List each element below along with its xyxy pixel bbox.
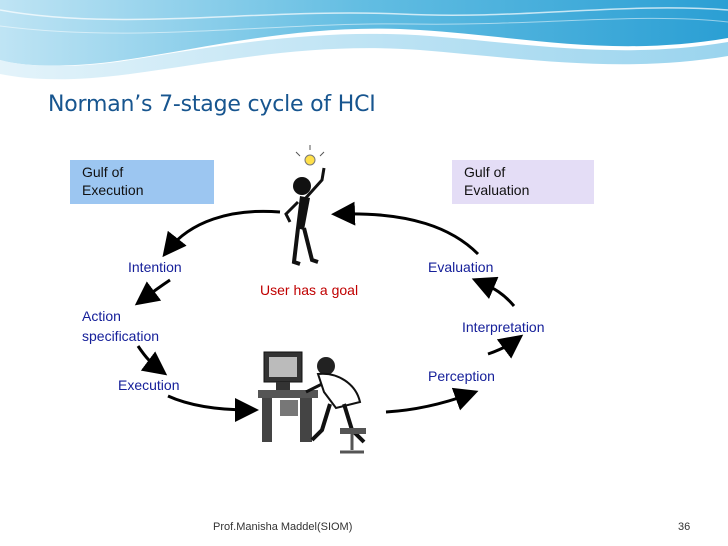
gulf-execution-line-2: Execution xyxy=(82,182,144,198)
gulf-execution-line-1: Gulf of xyxy=(82,164,124,180)
stage-intention: Intention xyxy=(128,259,182,275)
gulf-of-evaluation-box: Gulf of Evaluation xyxy=(452,160,594,204)
stage-evaluation: Evaluation xyxy=(428,259,494,275)
stage-action-specification: Action specification xyxy=(82,306,159,346)
arrow-perception-to-interpretation xyxy=(487,334,524,359)
gulf-evaluation-line-1: Gulf of xyxy=(464,164,506,180)
gulf-evaluation-line-2: Evaluation xyxy=(464,182,530,198)
goal-label: User has a goal xyxy=(260,282,359,298)
arrow-interpretation-to-evaluation xyxy=(471,276,516,307)
arrow-system-to-perception xyxy=(385,387,479,414)
stage-perception: Perception xyxy=(428,368,495,384)
gulf-of-execution-box: Gulf of Execution xyxy=(70,160,214,204)
stage-action-line-2: specification xyxy=(82,328,160,344)
page-number: 36 xyxy=(678,521,691,533)
stage-interpretation: Interpretation xyxy=(462,319,545,335)
arrow-execution-to-system xyxy=(167,394,259,422)
person-at-computer-icon xyxy=(258,351,366,454)
arrow-evaluation-to-goal xyxy=(331,201,480,256)
arrow-intention-to-action xyxy=(134,278,171,306)
arrow-goal-to-intention xyxy=(162,209,281,258)
header-wave-decoration xyxy=(0,0,728,80)
diagram-panel xyxy=(66,152,594,466)
stage-action-line-1: Action xyxy=(82,308,121,324)
footer-author: Prof.Manisha Maddel(SIOM) xyxy=(213,521,353,533)
thinking-person-icon xyxy=(284,145,326,266)
arrow-action-to-execution xyxy=(136,345,168,376)
stage-execution: Execution xyxy=(118,377,180,393)
slide-title: Norman’s 7-stage cycle of HCI xyxy=(48,92,376,117)
